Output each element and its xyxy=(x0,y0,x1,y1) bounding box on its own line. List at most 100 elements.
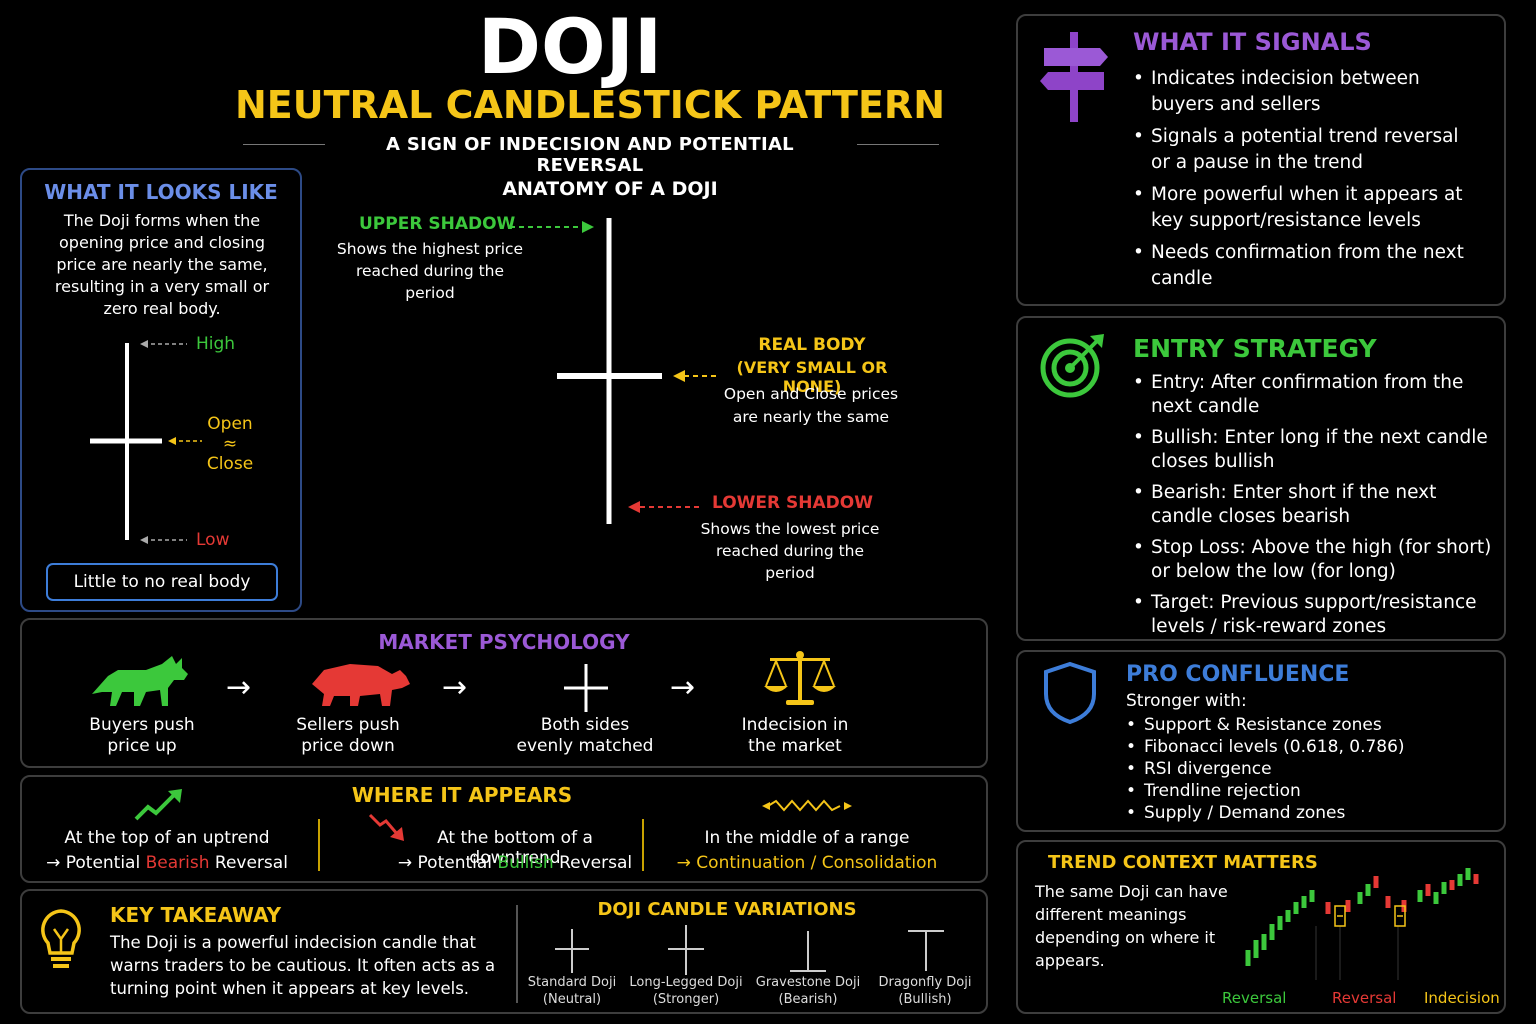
lower-shadow-title: LOWER SHADOW xyxy=(712,493,873,513)
variation-name: Standard Doji xyxy=(527,975,617,990)
signals-title: WHAT IT SIGNALS xyxy=(1133,28,1372,56)
uptrend-icon xyxy=(134,789,182,821)
psychology-title: MARKET PSYCHOLOGY xyxy=(378,630,630,654)
psychology-arrow: → xyxy=(226,670,252,705)
gravestone-doji-icon xyxy=(790,931,826,972)
page-subtitle: NEUTRAL CANDLESTICK PATTERN xyxy=(234,83,945,127)
trend-candle xyxy=(1365,884,1371,896)
looks-like-candle-diagram xyxy=(90,340,202,544)
downtrend-result-highlight: Bullish xyxy=(497,853,554,873)
real-body-title: REAL BODY xyxy=(758,335,866,355)
trend-candle xyxy=(1425,884,1431,896)
entry-item: Entry: After confirmation from the next … xyxy=(1131,371,1501,419)
signals-item: More powerful when it appears at key sup… xyxy=(1131,182,1481,234)
variations-title: DOJI CANDLE VARIATIONS xyxy=(597,899,857,920)
signals-list: Indicates indecision between buyers and … xyxy=(1131,66,1481,292)
entry-item: Bearish: Enter short if the next candle … xyxy=(1131,481,1501,529)
takeaway-text: The Doji is a powerful indecision candle… xyxy=(110,933,496,998)
trend-context-label: Indecision xyxy=(1424,989,1500,1007)
signals-item: Needs confirmation from the next candle xyxy=(1131,240,1481,292)
pro-confluence-list: Support & Resistance zones Fibonacci lev… xyxy=(1124,714,1484,824)
looks-open-label: Open xyxy=(207,414,253,434)
psychology-arrow: → xyxy=(442,670,468,705)
doji-cross-icon xyxy=(564,664,608,712)
trend-candle xyxy=(1433,892,1439,904)
trend-candle xyxy=(1465,868,1471,880)
pro-confluence-panel: PRO CONFLUENCE Stronger with: Support & … xyxy=(1016,650,1506,832)
bull-icon xyxy=(92,656,188,706)
bear-icon xyxy=(312,664,410,706)
target-icon xyxy=(1040,334,1104,398)
dragonfly-doji-icon xyxy=(908,930,944,971)
pro-confluence-item: Trendline rejection xyxy=(1124,780,1484,802)
uptrend-result-highlight: Bearish xyxy=(145,853,210,873)
trend-candle xyxy=(1253,940,1259,958)
scale-icon xyxy=(764,651,836,705)
trend-candle xyxy=(1373,876,1379,888)
psychology-step-label: Indecision in the market xyxy=(741,715,849,756)
entry-item: Stop Loss: Above the high (for short) or… xyxy=(1131,536,1501,584)
lower-shadow-desc: Shows the lowest price reached during th… xyxy=(700,520,880,582)
highlighted-doji xyxy=(1394,905,1406,927)
entry-list: Entry: After confirmation from the next … xyxy=(1131,371,1501,639)
trend-candle xyxy=(1417,890,1423,902)
trend-candle xyxy=(1357,892,1363,904)
entry-item: Target: Previous support/resistance leve… xyxy=(1131,591,1501,639)
where-title: WHERE IT APPEARS xyxy=(351,783,573,807)
signpost-icon xyxy=(1040,32,1108,122)
standard-doji-icon xyxy=(555,929,589,973)
anatomy-title: ANATOMY OF A DOJI xyxy=(502,178,718,200)
variation-note: (Neutral) xyxy=(542,992,602,1007)
downtrend-label: At the bottom of a downtrend xyxy=(437,828,593,868)
trend-context-label: Reversal xyxy=(1222,989,1287,1007)
range-result: → Continuation / Consolidation xyxy=(676,853,938,873)
trend-candle xyxy=(1269,924,1275,940)
psychology-step-label: Sellers push price down xyxy=(296,715,400,756)
pro-confluence-item: Fibonacci levels (0.618, 0.786) xyxy=(1124,736,1484,758)
real-body-desc: Open and Close prices are nearly the sam… xyxy=(723,385,899,426)
trend-context-chart xyxy=(1245,868,1479,980)
lightbulb-icon xyxy=(41,909,81,968)
where-panel: WHERE IT APPEARS At the top of an uptren… xyxy=(20,775,988,883)
looks-low-label: Low xyxy=(196,530,230,550)
variation-name: Gravestone Doji xyxy=(755,975,861,990)
looks-close-label: Close xyxy=(206,454,254,474)
takeaway-title: KEY TAKEAWAY xyxy=(110,903,282,927)
uptrend-result-suffix: Reversal xyxy=(209,853,288,873)
looks-approx-label: ≈ xyxy=(222,434,238,454)
shield-icon xyxy=(1044,661,1096,725)
where-divider xyxy=(642,819,644,871)
trend-candle xyxy=(1345,900,1351,912)
trend-candle xyxy=(1473,874,1479,884)
trend-candle xyxy=(1309,890,1315,902)
long-legged-doji-icon xyxy=(668,925,704,975)
trend-candle xyxy=(1441,882,1447,894)
pro-confluence-item: Support & Resistance zones xyxy=(1124,714,1484,736)
trend-candle xyxy=(1325,902,1331,914)
entry-title: ENTRY STRATEGY xyxy=(1133,334,1377,363)
downtrend-result-suffix: Reversal xyxy=(553,853,633,873)
trend-candle xyxy=(1285,910,1291,922)
takeaway-divider xyxy=(516,905,518,1003)
looks-like-panel: WHAT IT LOOKS LIKE The Doji forms when t… xyxy=(20,168,302,612)
psychology-arrow: → xyxy=(670,670,696,705)
header-divider-left xyxy=(243,144,325,145)
uptrend-result-prefix: → Potential xyxy=(46,853,146,873)
trend-candle xyxy=(1261,934,1267,950)
variation-note: (Bearish) xyxy=(778,992,838,1007)
entry-panel: ENTRY STRATEGY Entry: After confirmation… xyxy=(1016,316,1506,641)
trend-candle xyxy=(1449,880,1455,890)
where-divider xyxy=(318,819,320,871)
header-divider-right xyxy=(857,144,939,145)
signals-panel: WHAT IT SIGNALS Indicates indecision bet… xyxy=(1016,14,1506,306)
downtrend-result-prefix: → Potential xyxy=(397,853,498,873)
variations-candles xyxy=(555,925,944,975)
page-title: DOJI xyxy=(477,2,663,91)
pro-confluence-item: Supply / Demand zones xyxy=(1124,802,1484,824)
uptrend-result: → Potential Bearish Reversal xyxy=(42,853,292,873)
trend-candle xyxy=(1277,916,1283,930)
variation-name: Dragonfly Doji xyxy=(878,975,972,990)
trend-context-title: TREND CONTEXT MATTERS xyxy=(1048,852,1318,873)
pro-confluence-title: PRO CONFLUENCE xyxy=(1126,662,1350,687)
trend-candle xyxy=(1301,896,1307,908)
